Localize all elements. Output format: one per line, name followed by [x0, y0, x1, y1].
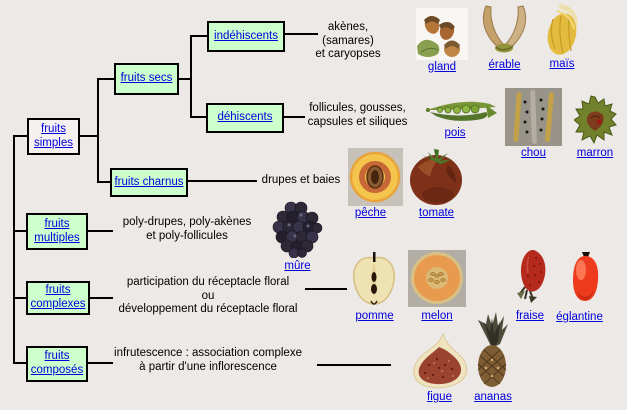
connector-line [190, 116, 206, 118]
connector-line [284, 116, 305, 118]
connector-line [13, 362, 26, 364]
node-fruits-charnus-label[interactable]: fruits charnus [114, 175, 184, 188]
ananas-label[interactable]: ananas [474, 391, 512, 403]
node-fruits-simples-label[interactable]: fruits simples [34, 122, 73, 149]
gland-image[interactable] [416, 8, 468, 60]
mure-label[interactable]: mûre [284, 260, 311, 272]
peche-image[interactable] [348, 148, 403, 206]
ananas-image[interactable] [476, 312, 509, 388]
peche-label[interactable]: pêche [354, 207, 387, 219]
pois-label[interactable]: pois [444, 127, 466, 139]
node-fruits-composes[interactable]: fruits composés [26, 346, 88, 382]
connector-line [190, 35, 207, 37]
complexes-description: participation du réceptacle floral ou dé… [118, 276, 298, 316]
mais-image[interactable] [543, 3, 585, 57]
pois-image[interactable] [424, 97, 498, 126]
trunk-line [13, 135, 15, 364]
chou-image[interactable] [505, 88, 562, 146]
branch-line [190, 35, 192, 118]
figue-label[interactable]: figue [427, 391, 452, 403]
node-fruits-complexes-label[interactable]: fruits complexes [30, 284, 86, 310]
node-dehiscents-label[interactable]: déhiscents [217, 111, 273, 124]
tomate-image[interactable] [408, 147, 465, 206]
fraise-label[interactable]: fraise [515, 310, 545, 322]
connector-line [13, 135, 27, 137]
indehiscents-description: akènes, (samares) et caryopses [315, 21, 381, 61]
mure-image[interactable] [270, 198, 325, 258]
connector-line [97, 181, 110, 183]
connector-line [317, 364, 391, 366]
connector-line [188, 180, 257, 182]
figue-image[interactable] [409, 333, 471, 390]
connector-line [179, 78, 192, 80]
node-fruits-multiples[interactable]: fruits multiples [26, 213, 88, 250]
composes-description: infrutescence : association complexe à p… [114, 347, 302, 373]
node-fruits-simples[interactable]: fruits simples [27, 118, 80, 155]
melon-label[interactable]: melon [421, 310, 453, 322]
multiples-description: poly-drupes, poly-akènes et poly-follicu… [122, 216, 252, 242]
node-fruits-complexes[interactable]: fruits complexes [26, 281, 90, 315]
node-fruits-secs-label[interactable]: fruits secs [120, 72, 173, 85]
connector-line [88, 230, 113, 232]
tomate-label[interactable]: tomate [418, 207, 455, 219]
connector-line [305, 288, 347, 290]
connector-line [13, 230, 26, 232]
connector-line [80, 135, 99, 137]
eglantine-image[interactable] [569, 250, 602, 305]
erable-image[interactable] [477, 4, 532, 58]
node-indehiscents[interactable]: indéhiscents [207, 21, 285, 52]
connector-line [97, 78, 114, 80]
erable-label[interactable]: érable [488, 59, 521, 71]
pomme-image[interactable] [347, 251, 402, 307]
marron-label[interactable]: marron [576, 147, 614, 159]
melon-image[interactable] [408, 250, 466, 307]
connector-line [13, 297, 26, 299]
node-fruits-multiples-label[interactable]: fruits multiples [34, 217, 80, 244]
node-fruits-composes-label[interactable]: fruits composés [30, 350, 84, 376]
charnus-description: drupes et baies [261, 174, 341, 186]
mais-label[interactable]: maïs [549, 58, 575, 70]
node-fruits-secs[interactable]: fruits secs [114, 63, 179, 95]
chou-label[interactable]: chou [521, 147, 546, 159]
branch-line [97, 78, 99, 183]
node-indehiscents-label[interactable]: indéhiscents [214, 29, 278, 42]
node-fruits-charnus[interactable]: fruits charnus [110, 168, 188, 197]
connector-line [88, 362, 113, 364]
connector-line [285, 33, 318, 35]
fraise-image[interactable] [515, 249, 550, 306]
gland-label[interactable]: gland [427, 61, 457, 73]
eglantine-label[interactable]: églantine [556, 311, 603, 323]
connector-line [90, 297, 113, 299]
node-dehiscents[interactable]: déhiscents [206, 103, 284, 133]
pomme-label[interactable]: pomme [355, 310, 394, 322]
marron-image[interactable] [574, 94, 617, 147]
dehiscents-description: follicules, gousses, capsules et silique… [307, 102, 408, 128]
